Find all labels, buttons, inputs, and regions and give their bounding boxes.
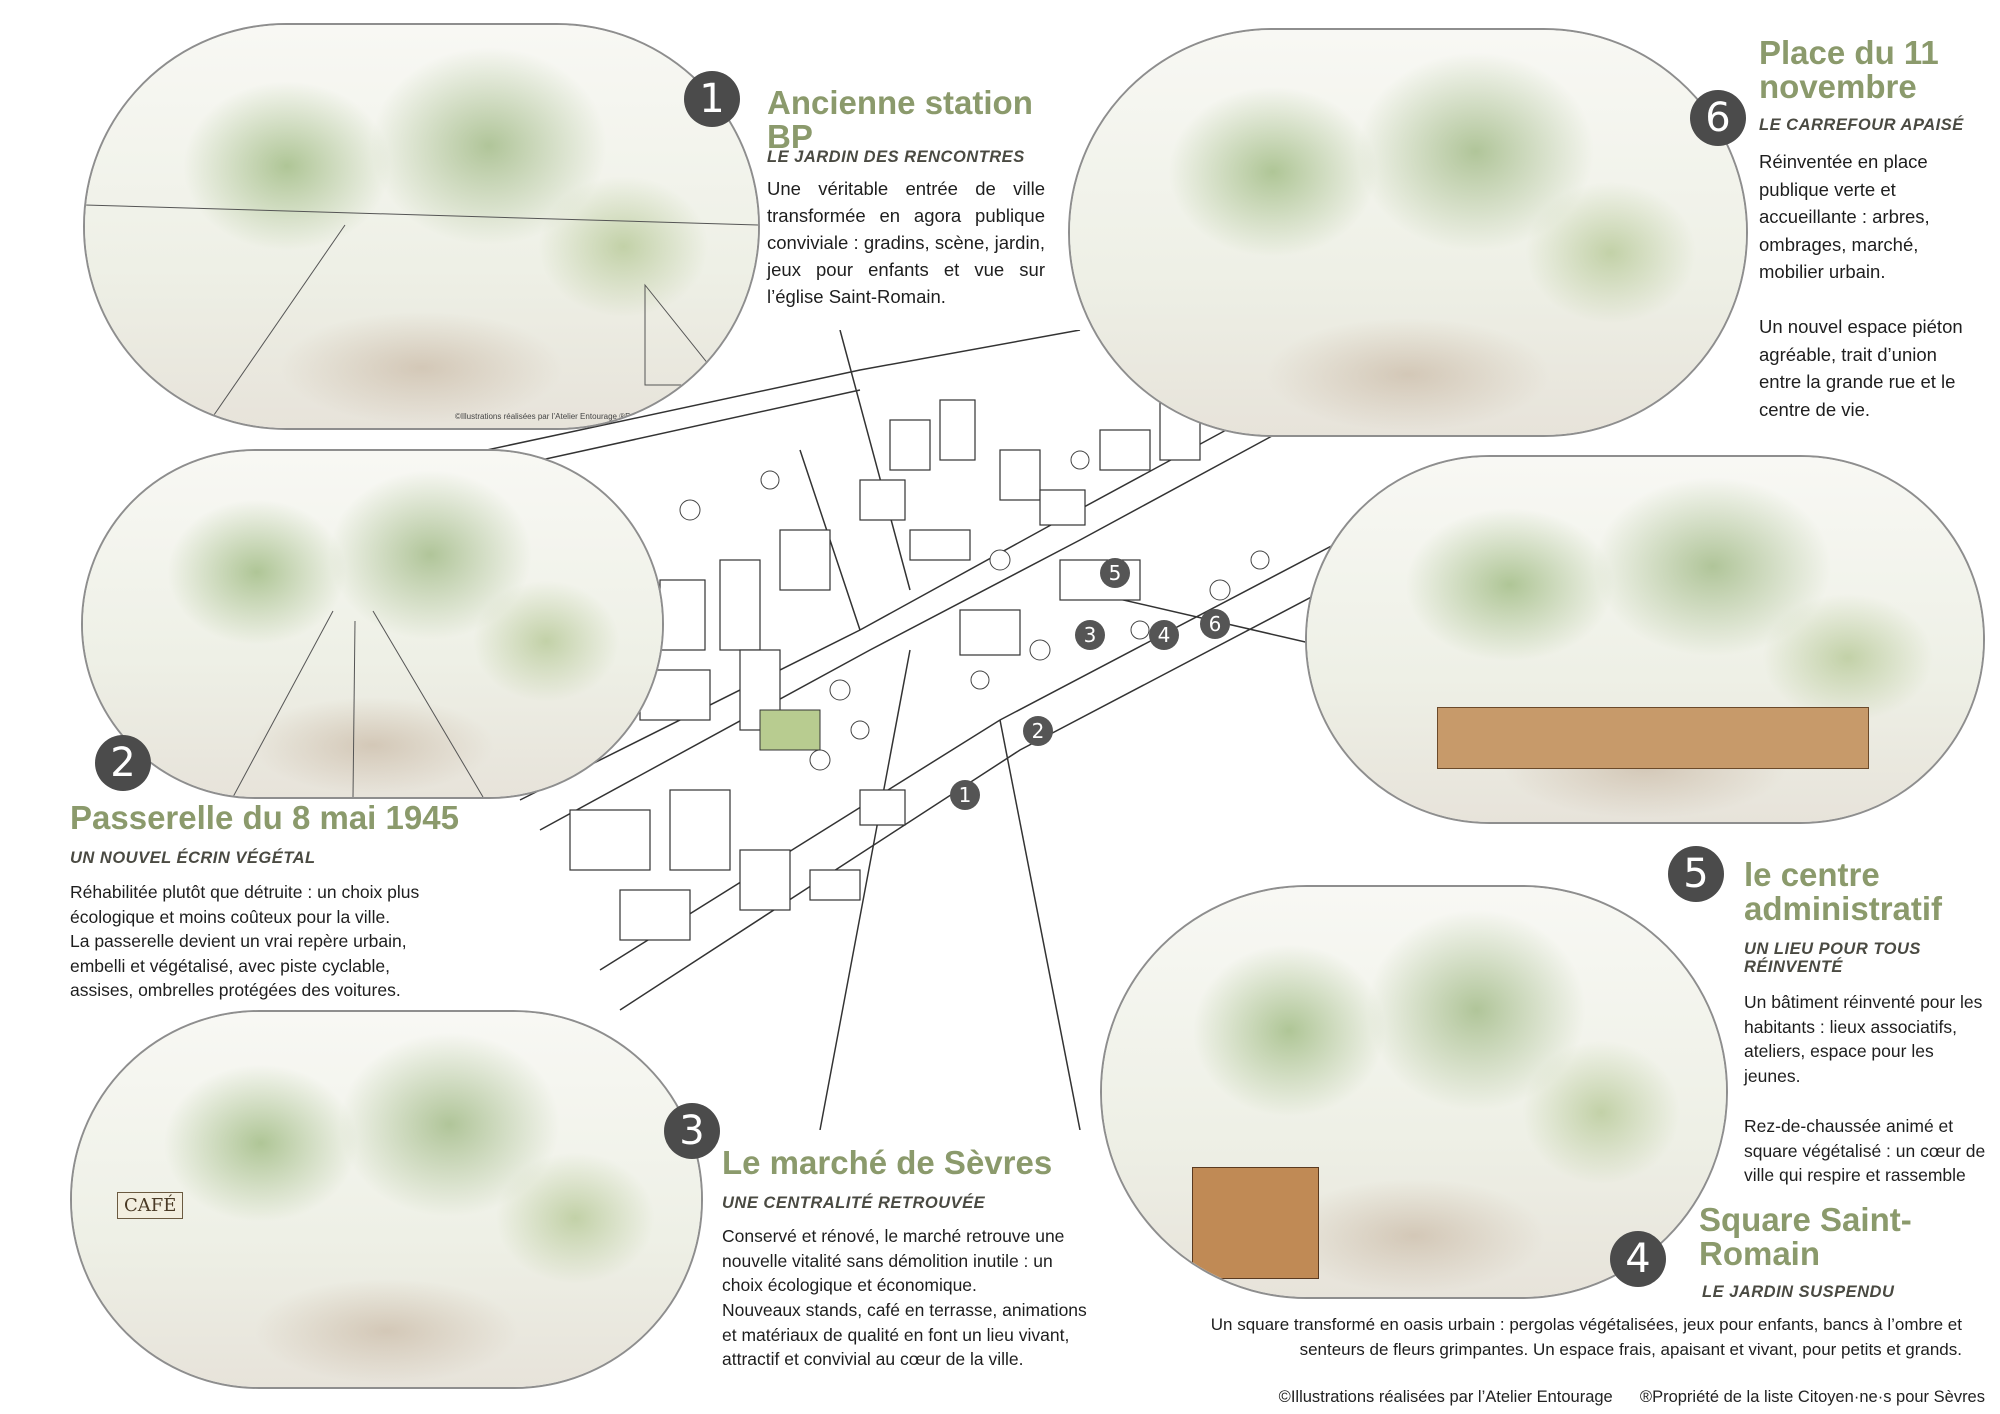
section-5-body-2: Rez-de-chaussée animé et square végétali…: [1744, 1116, 1986, 1185]
section-2-body-1: Réhabilitée plutôt que détruite : un cho…: [70, 882, 420, 927]
section-3-body-1: Conservé et rénové, le marché retrouve u…: [722, 1226, 1065, 1295]
map-marker-6[interactable]: 6: [1200, 609, 1230, 639]
illustration-marche: CAFÉ: [70, 1010, 703, 1389]
map-marker-5[interactable]: 5: [1100, 558, 1130, 588]
illustration-place-11-novembre: [1068, 28, 1748, 437]
section-number-6: 6: [1690, 90, 1746, 146]
section-1-title: Ancienne station BP: [767, 84, 1033, 155]
section-3-title: Le marché de Sèvres: [722, 1144, 1053, 1181]
section-6-subtitle: LE CARREFOUR APAISÉ: [1759, 116, 1964, 134]
section-number-3: 3: [664, 1103, 720, 1159]
illustrations-credit: ©Illustrations réalisées par l’Atelier E…: [1278, 1388, 1613, 1406]
image-credit: ©Illustrations réalisées par l’Atelier E…: [455, 412, 631, 421]
section-1-subtitle: LE JARDIN DES RENCONTRES: [767, 148, 1025, 166]
section-3-body-2: Nouveaux stands, café en terrasse, anima…: [722, 1300, 1087, 1369]
section-6-body-2: Un nouvel espace piéton agréable, trait …: [1759, 316, 1963, 420]
section-4-subtitle: LE JARDIN SUSPENDU: [1702, 1283, 1895, 1301]
section-3-subtitle: UNE CENTRALITÉ RETROUVÉE: [722, 1194, 986, 1212]
section-number-2: 2: [95, 735, 151, 791]
section-2-body-2: La passerelle devient un vrai repère urb…: [70, 931, 407, 1000]
section-2-subtitle: UN NOUVEL ÉCRIN VÉGÉTAL: [70, 849, 316, 867]
section-number-5: 5: [1668, 846, 1724, 902]
section-2-title: Passerelle du 8 mai 1945: [70, 799, 459, 836]
planter-box: [1192, 1167, 1319, 1279]
section-6-title: Place du 11 novembre: [1759, 34, 1939, 105]
section-5-body-1: Un bâtiment réinventé pour les habitants…: [1744, 992, 1983, 1086]
illustration-station-bp: ©Illustrations réalisées par l’Atelier E…: [83, 23, 760, 430]
footer-credits: ©Illustrations réalisées par l’Atelier E…: [1279, 1388, 1985, 1407]
property-credit: ®Propriété de la liste Citoyen·ne·s pour…: [1639, 1388, 1985, 1406]
cafe-sign: CAFÉ: [117, 1192, 184, 1219]
section-number-1: 1: [684, 71, 740, 127]
illustration-square-saint-romain: [1100, 885, 1728, 1299]
map-marker-3[interactable]: 3: [1075, 620, 1105, 650]
map-marker-1[interactable]: 1: [950, 780, 980, 810]
section-6-body-1: Réinventée en place publique verte et ac…: [1759, 151, 1930, 282]
section-number-4: 4: [1610, 1231, 1666, 1287]
planter-box: [1437, 707, 1869, 769]
section-5-title: le centre administratif: [1744, 856, 1943, 927]
section-1-body: Une véritable entrée de ville transformé…: [767, 178, 1045, 307]
section-5-subtitle: UN LIEU POUR TOUS RÉINVENTÉ: [1744, 940, 1921, 976]
section-4-body: Un square transformé en oasis urbain : p…: [1210, 1315, 1962, 1359]
map-marker-4[interactable]: 4: [1149, 620, 1179, 650]
illustration-passerelle: [81, 449, 664, 799]
map-marker-2[interactable]: 2: [1023, 716, 1053, 746]
illustration-centre-administratif: [1305, 455, 1985, 824]
section-4-title: Square Saint-Romain: [1699, 1201, 1912, 1272]
